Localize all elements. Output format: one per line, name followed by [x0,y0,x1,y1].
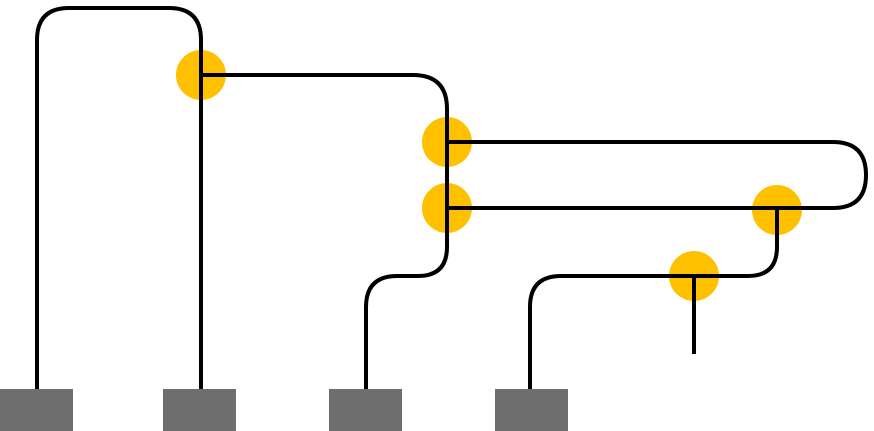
terminal-block [163,389,236,431]
wire [35,6,203,390]
terminals [0,389,568,431]
terminal-block [495,389,568,431]
wire [528,208,779,390]
terminal-block [329,389,402,431]
wire [201,73,449,390]
junctions [176,50,802,301]
terminal-block [0,389,73,431]
wires [35,6,868,390]
wire [447,140,868,210]
